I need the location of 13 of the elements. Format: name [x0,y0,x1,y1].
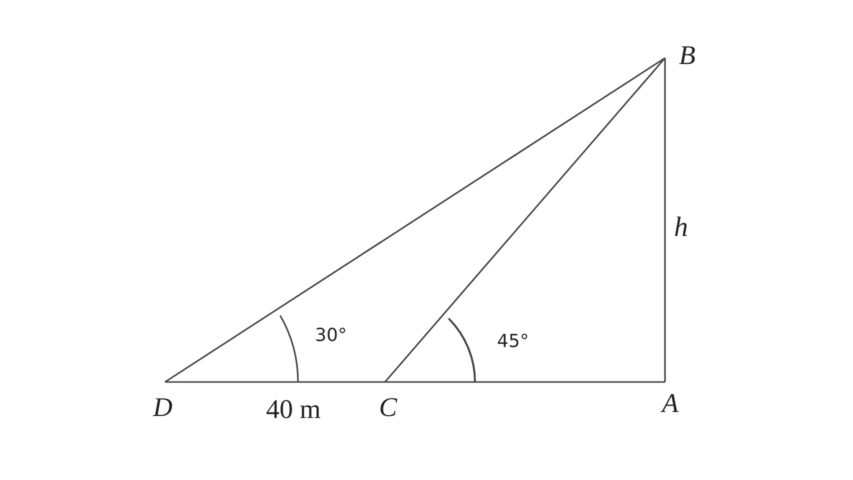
angle-label: 30° [315,327,347,345]
line-segment [664,58,666,382]
vertex-label: A [662,390,678,417]
vertex-label: D [153,394,172,421]
line-segment [165,381,385,383]
angle-label: 45° [497,333,529,351]
side-label: h [674,214,688,242]
line-segment [385,381,665,383]
line-segment [384,57,666,383]
line-segment [164,57,666,383]
dimension-label: 40 m [266,396,321,423]
vertex-label: B [679,42,696,69]
vertex-label: C [379,394,398,421]
